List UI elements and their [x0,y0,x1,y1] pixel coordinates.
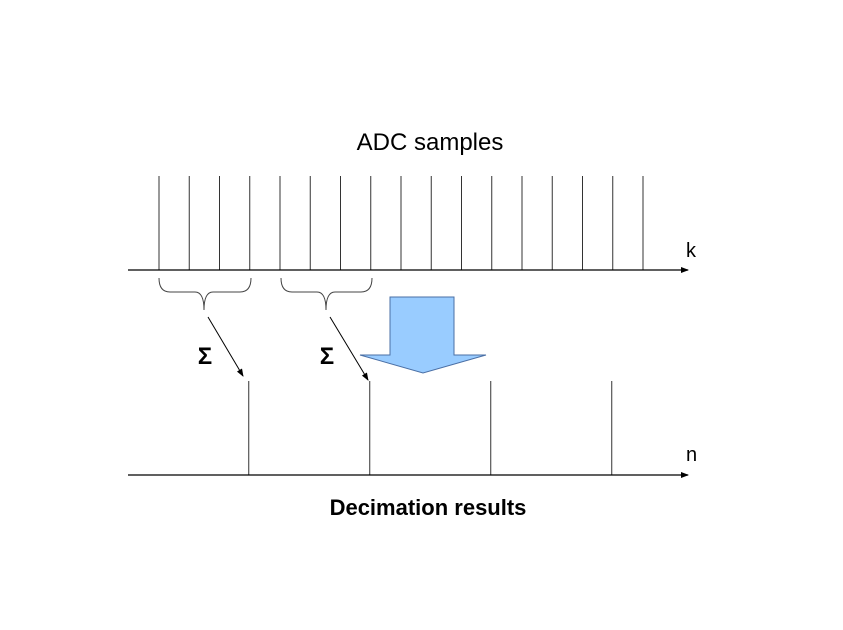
sum-symbol-1: Σ [198,343,212,370]
down-arrow-icon [359,296,487,374]
group-brace-2 [280,277,373,311]
n-axis-label: n [686,444,697,466]
adc-sample-ticks [158,176,644,270]
k-axis-label: k [686,240,697,262]
title-decimation-results: Decimation results [330,495,527,520]
group-brace-1 [158,277,252,311]
title-adc-samples: ADC samples [357,129,504,156]
sum-arrow-1 [207,316,244,377]
sum-symbol-2: Σ [320,343,334,370]
sum-arrow-2 [329,316,369,381]
decimation-result-ticks [248,381,613,475]
